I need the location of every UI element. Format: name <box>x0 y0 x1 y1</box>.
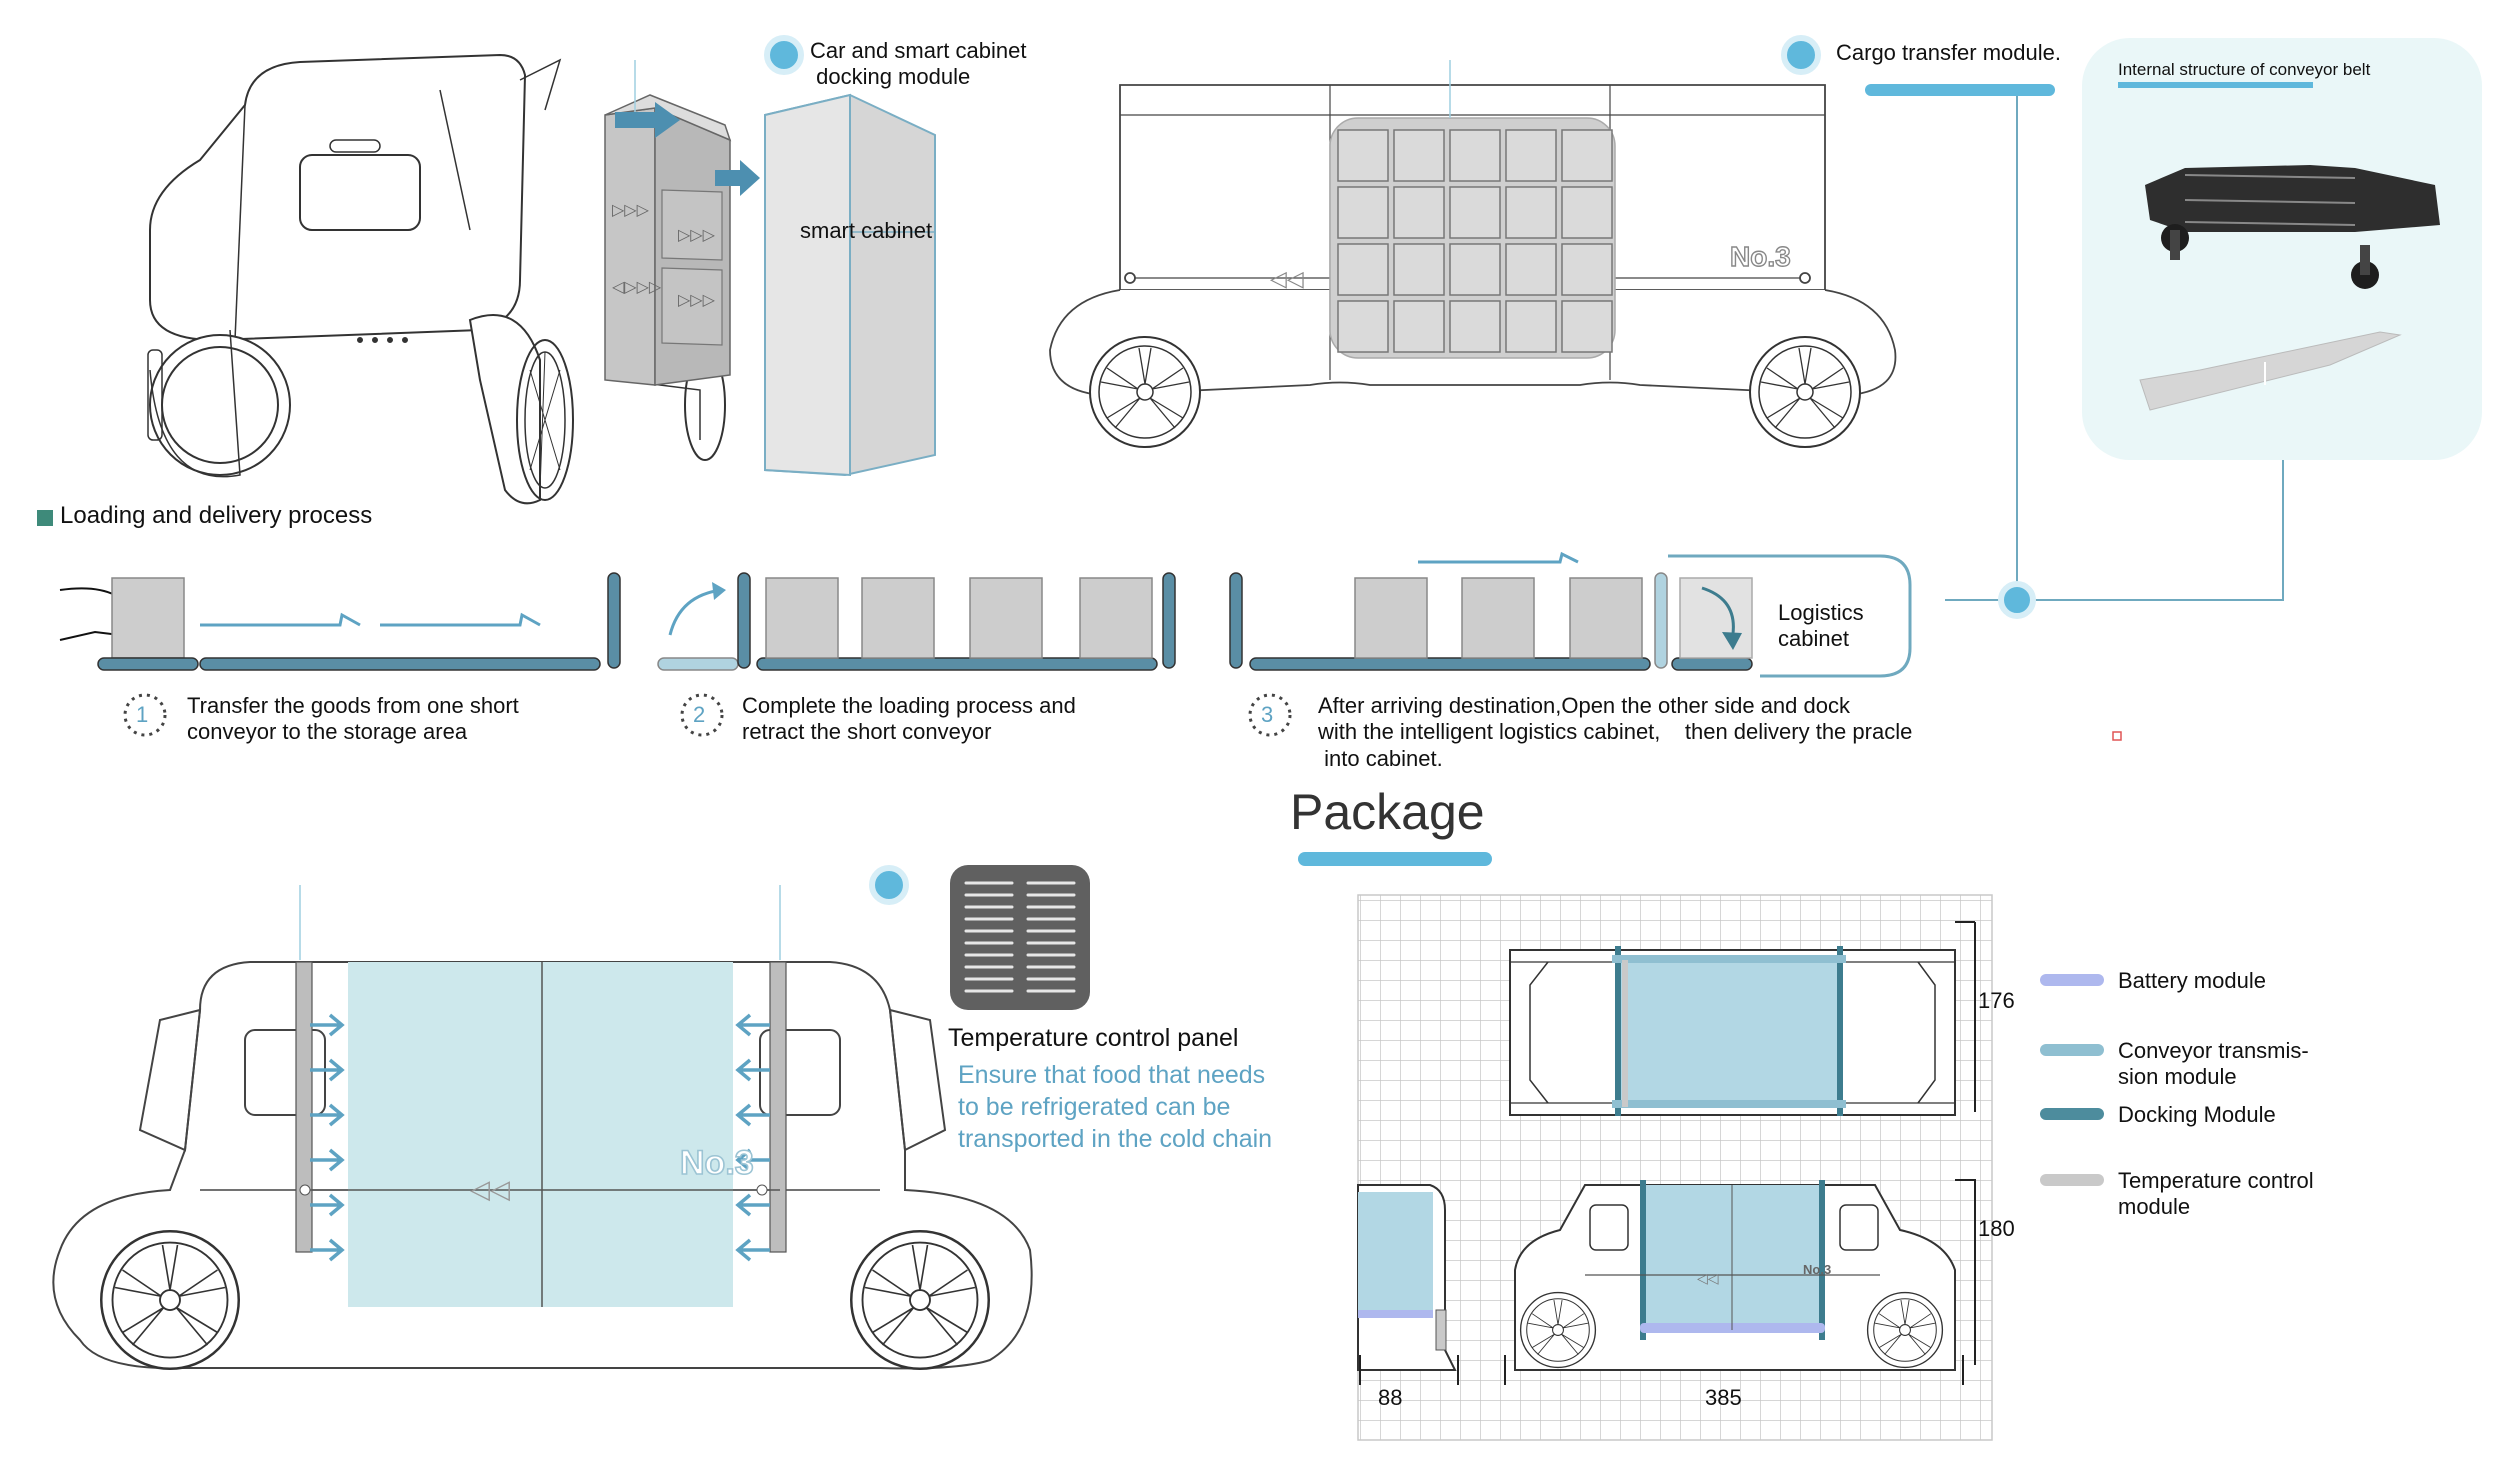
cargo-box <box>1505 300 1557 353</box>
dimension-front-length: 88 <box>1378 1385 1403 1410</box>
step-1-number: 1 <box>136 702 149 727</box>
svg-text:◁▷▷▷: ◁▷▷▷ <box>611 277 662 296</box>
cargo-box <box>1449 186 1501 239</box>
legend-swatch <box>2040 1174 2104 1186</box>
cargo-box <box>1561 186 1613 239</box>
legend-swatches <box>2040 974 2104 1186</box>
front-view-drawing <box>1357 1184 1457 1371</box>
dimension-side-length: 385 <box>1705 1385 1742 1410</box>
conveyor-internal-label: Internal structure of conveyor belt <box>2118 60 2371 79</box>
cargo-box <box>1505 186 1557 239</box>
process-title-marker <box>37 510 53 526</box>
cargo-box <box>1337 300 1389 353</box>
cargo-box <box>1505 129 1557 182</box>
svg-text:◁◁: ◁◁ <box>1697 1271 1719 1287</box>
docking-module-marker <box>764 35 804 75</box>
cargo-box <box>1449 300 1501 353</box>
cargo-box <box>1393 300 1445 353</box>
legend-temperature-label: Temperature control module <box>2118 1168 2314 1220</box>
cargo-box <box>1561 243 1613 296</box>
plan-view-drawing <box>1509 946 1956 1116</box>
svg-text:◁◁: ◁◁ <box>470 1175 510 1205</box>
svg-text:▷▷▷: ▷▷▷ <box>678 225 716 244</box>
cargo-boxes <box>1337 129 1613 353</box>
cold-storage-area: ◁◁ <box>295 961 787 1307</box>
vehicle-perspective-drawing <box>147 53 726 505</box>
process-title: Loading and delivery process <box>60 502 373 529</box>
package-underline <box>1298 852 1492 866</box>
dimension-side-height: 180 <box>1978 1216 2015 1241</box>
step-1-text: Transfer the goods from one short convey… <box>187 693 519 745</box>
cargo-box <box>1393 186 1445 239</box>
cargo-box <box>1337 186 1389 239</box>
stray-marker <box>2112 731 2122 741</box>
elevation-view-drawing: ◁◁ <box>1514 1180 1956 1371</box>
cargo-transfer-label: Cargo transfer module. <box>1836 40 2061 65</box>
cargo-box <box>1393 129 1445 182</box>
dimension-top-height: 176 <box>1978 988 2015 1013</box>
step-3-text: After arriving destination,Open the othe… <box>1318 693 1913 771</box>
docking-module-label: Car and smart cabinet docking module <box>810 38 1027 90</box>
cargo-box <box>1337 129 1389 182</box>
legend-swatch <box>2040 974 2104 986</box>
connector-node <box>1998 581 2036 619</box>
svg-text:◁◁: ◁◁ <box>1270 267 1304 292</box>
svg-text:▷▷▷: ▷▷▷ <box>678 290 716 309</box>
process-step-2-drawing <box>657 572 1176 671</box>
cargo-box <box>1505 243 1557 296</box>
cargo-box <box>1337 243 1389 296</box>
cargo-box <box>1393 243 1445 296</box>
step-3-number: 3 <box>1261 702 1274 727</box>
dimension-lines <box>1359 921 1976 1385</box>
cargo-box <box>1449 243 1501 296</box>
svg-text:▷▷▷: ▷▷▷ <box>612 200 650 219</box>
legend-swatch <box>2040 1044 2104 1056</box>
vehicle-plate-elevation: No.3 <box>1803 1262 1832 1277</box>
legend-swatch <box>2040 1108 2104 1120</box>
cargo-box <box>1561 129 1613 182</box>
cold-air-arrows-left <box>310 1013 345 1262</box>
cargo-box <box>1449 129 1501 182</box>
smart-cabinet-label: smart cabinet <box>800 218 933 243</box>
vehicle-plate-top: No.3 <box>679 1143 754 1183</box>
step-2-text: Complete the loading process and retract… <box>742 693 1076 745</box>
cargo-transfer-marker <box>1781 35 2055 96</box>
process-step-3-drawing <box>1229 551 1912 678</box>
connector-lines <box>1945 96 2284 601</box>
conveyor-structure-panel <box>2082 38 2482 460</box>
cargo-box <box>1561 300 1613 353</box>
legend-conveyor-label: Conveyor transmis- sion module <box>2118 1038 2309 1090</box>
logistics-cabinet-label: Logistics cabinet <box>1778 600 1864 652</box>
temperature-panel-description: Ensure that food that needs to be refrig… <box>958 1061 1273 1153</box>
step-2-number: 2 <box>693 702 706 727</box>
temperature-panel-title: Temperature control panel <box>948 1024 1239 1052</box>
temperature-panel-icon <box>869 865 1090 1010</box>
side-elevation-center-line: ◁◁ <box>1270 60 1451 292</box>
cabinet-stack-perspective: ▷▷▷ ▷▷▷ ◁▷▷▷ ▷▷▷ <box>604 60 732 386</box>
smart-cabinet-drawing <box>764 93 936 477</box>
push-arrows <box>615 102 760 196</box>
legend-battery-label: Battery module <box>2118 968 2266 993</box>
vehicle-plate-side: No.3 <box>1729 240 1791 272</box>
process-step-1-drawing <box>59 572 621 671</box>
step-number-badges <box>123 693 1292 737</box>
legend-docking-label: Docking Module <box>2118 1102 2276 1127</box>
cold-air-arrows-right <box>735 1013 770 1262</box>
package-title: Package <box>1290 784 1485 840</box>
